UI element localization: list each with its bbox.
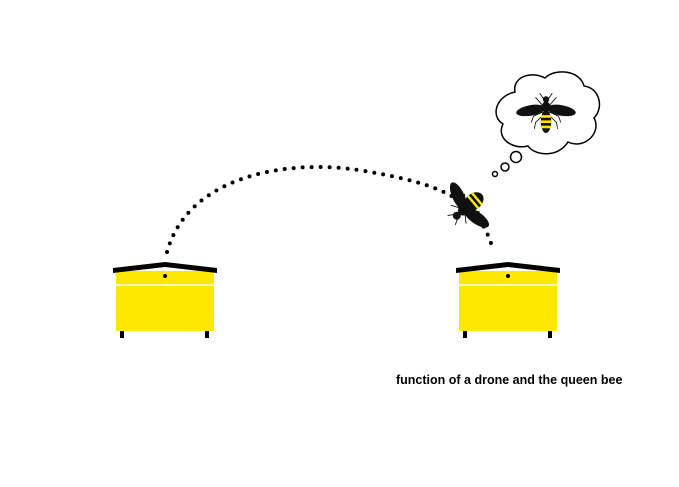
diagram-caption: function of a drone and the queen bee (396, 373, 623, 387)
thought-bubbles (491, 150, 523, 178)
beehive-left-icon (112, 261, 218, 339)
drone-bee-icon (447, 182, 490, 228)
flight-path (165, 165, 495, 254)
beehive-right-icon (455, 261, 561, 339)
